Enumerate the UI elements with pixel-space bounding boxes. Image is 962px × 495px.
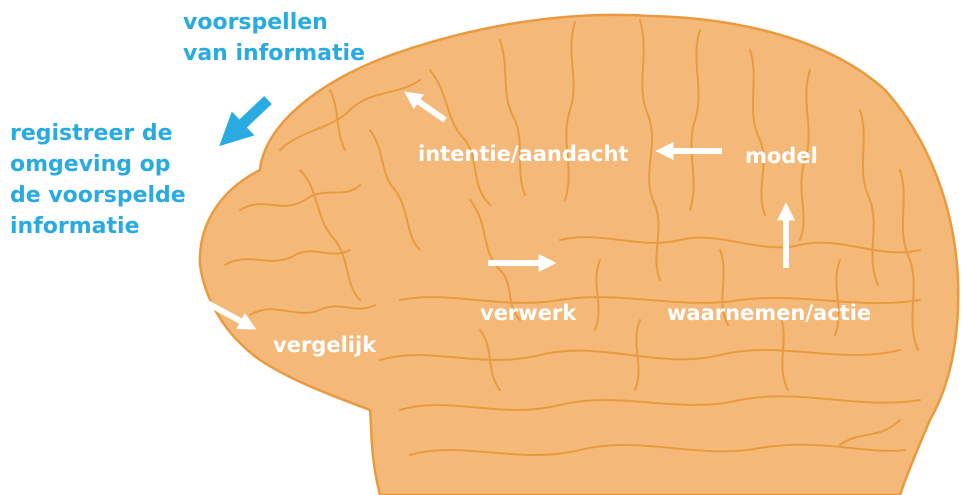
predict-label: voorspellen van informatie bbox=[183, 7, 365, 69]
arrow-down-left-icon bbox=[232, 100, 268, 134]
compare-label: vergelijk bbox=[273, 333, 376, 357]
model-label: model bbox=[745, 144, 818, 168]
process-label: verwerk bbox=[480, 301, 576, 325]
brain-shape bbox=[200, 15, 958, 495]
perceive-label: waarnemen/actie bbox=[667, 301, 871, 325]
intention-label: intentie/aandacht bbox=[418, 142, 628, 166]
register-label: registreer de omgeving op de voorspelde … bbox=[10, 118, 186, 242]
